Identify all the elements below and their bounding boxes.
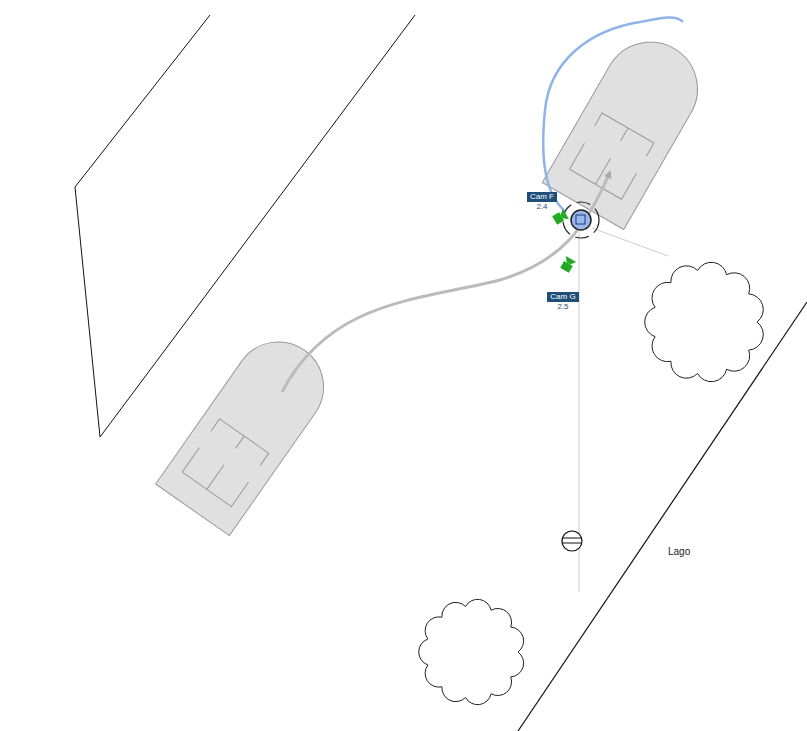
camera-height: 2.4 (535, 202, 548, 212)
place-label: Lago (667, 546, 691, 557)
guide-line (592, 228, 668, 256)
car-shape (542, 25, 714, 230)
camera-label: Cam F2.4 (527, 192, 557, 212)
camera-position (563, 202, 599, 238)
camera-name: Cam F (527, 192, 557, 202)
car-shape (156, 324, 342, 535)
camera-path (543, 17, 683, 212)
camera-icon (559, 256, 576, 273)
camera-label: Cam G2.5 (547, 292, 578, 312)
tree-symbol (645, 262, 764, 381)
camera-name: Cam G (547, 292, 578, 302)
trajectory-path (282, 172, 610, 392)
tree-symbol (419, 599, 524, 704)
shore-line (518, 302, 807, 731)
camera-height: 2.5 (556, 302, 569, 312)
camera-icon (552, 209, 569, 226)
manhole-symbol (562, 531, 582, 551)
